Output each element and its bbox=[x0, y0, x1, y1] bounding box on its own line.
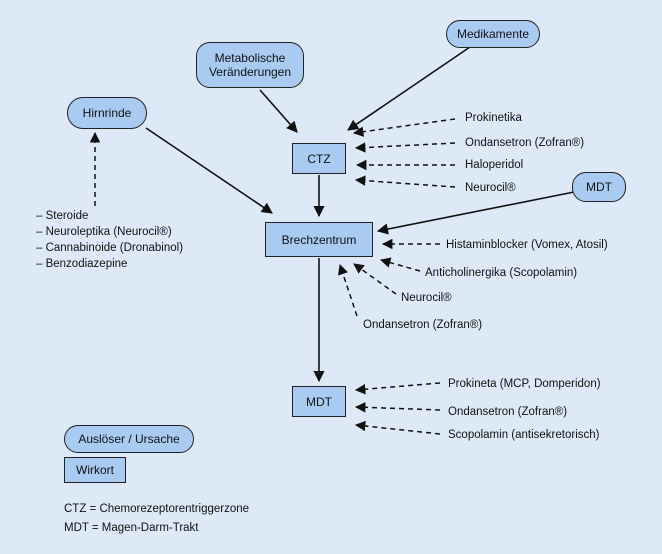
node-mdt-site: MDT bbox=[292, 386, 346, 417]
node-metabolische-veraenderungen: Metabolische Veränderungen bbox=[196, 42, 304, 88]
label-brech-drug-3: Neurocil® bbox=[401, 292, 452, 304]
arrow-medikamente-to-ctz bbox=[347, 46, 471, 131]
dash-ctz-prokinetika bbox=[352, 118, 456, 137]
label-brech-drug-4: Ondansetron (Zofran®) bbox=[363, 319, 483, 331]
label-ctz-drug-2: Ondansetron (Zofran®) bbox=[465, 137, 585, 149]
list-item: – Steroide bbox=[36, 210, 89, 222]
legend-ctz-definition: CTZ = Chemorezeptorentriggerzone bbox=[64, 503, 250, 515]
node-mdt-cause: MDT bbox=[572, 172, 626, 202]
dash-brech-anticholinergika bbox=[379, 257, 421, 272]
list-item: – Neuroleptika (Neurocil®) bbox=[36, 226, 172, 238]
node-ctz: CTZ bbox=[292, 143, 346, 174]
dash-ctz-neurocil bbox=[354, 175, 456, 188]
label-ctz-drug-4: Neurocil® bbox=[465, 182, 516, 194]
arrow-hirnrinde-to-brechzentrum bbox=[145, 127, 273, 214]
label-mdt-drug-2: Ondansetron (Zofran®) bbox=[448, 406, 568, 418]
label-brech-drug-1: Histaminblocker (Vomex, Atosil) bbox=[446, 239, 608, 251]
label-brech-drug-2: Anticholinergika (Scopolamin) bbox=[425, 267, 578, 279]
arrow-mdt-to-brechzentrum bbox=[376, 191, 575, 235]
arrow-metabolische-to-ctz bbox=[259, 89, 298, 133]
dash-brech-neurocil bbox=[353, 263, 397, 295]
legend-mdt-definition: MDT = Magen-Darm-Trakt bbox=[64, 522, 199, 534]
dash-mdt-ondansetron bbox=[354, 402, 441, 413]
legend-site-swatch: Wirkort bbox=[64, 457, 126, 483]
dash-ctz-ondansetron bbox=[354, 142, 456, 153]
list-item: – Cannabinoide (Dronabinol) bbox=[36, 242, 184, 254]
legend-cause-swatch: Auslöser / Ursache bbox=[64, 425, 194, 453]
label-ctz-drug-1: Prokinetika bbox=[465, 112, 522, 124]
dash-mdt-scopolamin bbox=[354, 420, 441, 435]
node-medikamente: Medikamente bbox=[446, 20, 540, 48]
hirnrinde-drug-list: – Steroide – Neuroleptika (Neurocil®) – … bbox=[36, 208, 183, 272]
dash-mdt-prokineta bbox=[354, 382, 441, 395]
label-mdt-drug-1: Prokineta (MCP, Domperidon) bbox=[448, 378, 601, 390]
node-brechzentrum: Brechzentrum bbox=[265, 222, 373, 257]
label-ctz-drug-3: Haloperidol bbox=[465, 159, 524, 171]
dash-brech-ondansetron bbox=[338, 264, 358, 317]
label-mdt-drug-3: Scopolamin (antisekretorisch) bbox=[448, 429, 600, 441]
node-hirnrinde: Hirnrinde bbox=[67, 97, 147, 129]
list-item: – Benzodiazepine bbox=[36, 258, 128, 270]
